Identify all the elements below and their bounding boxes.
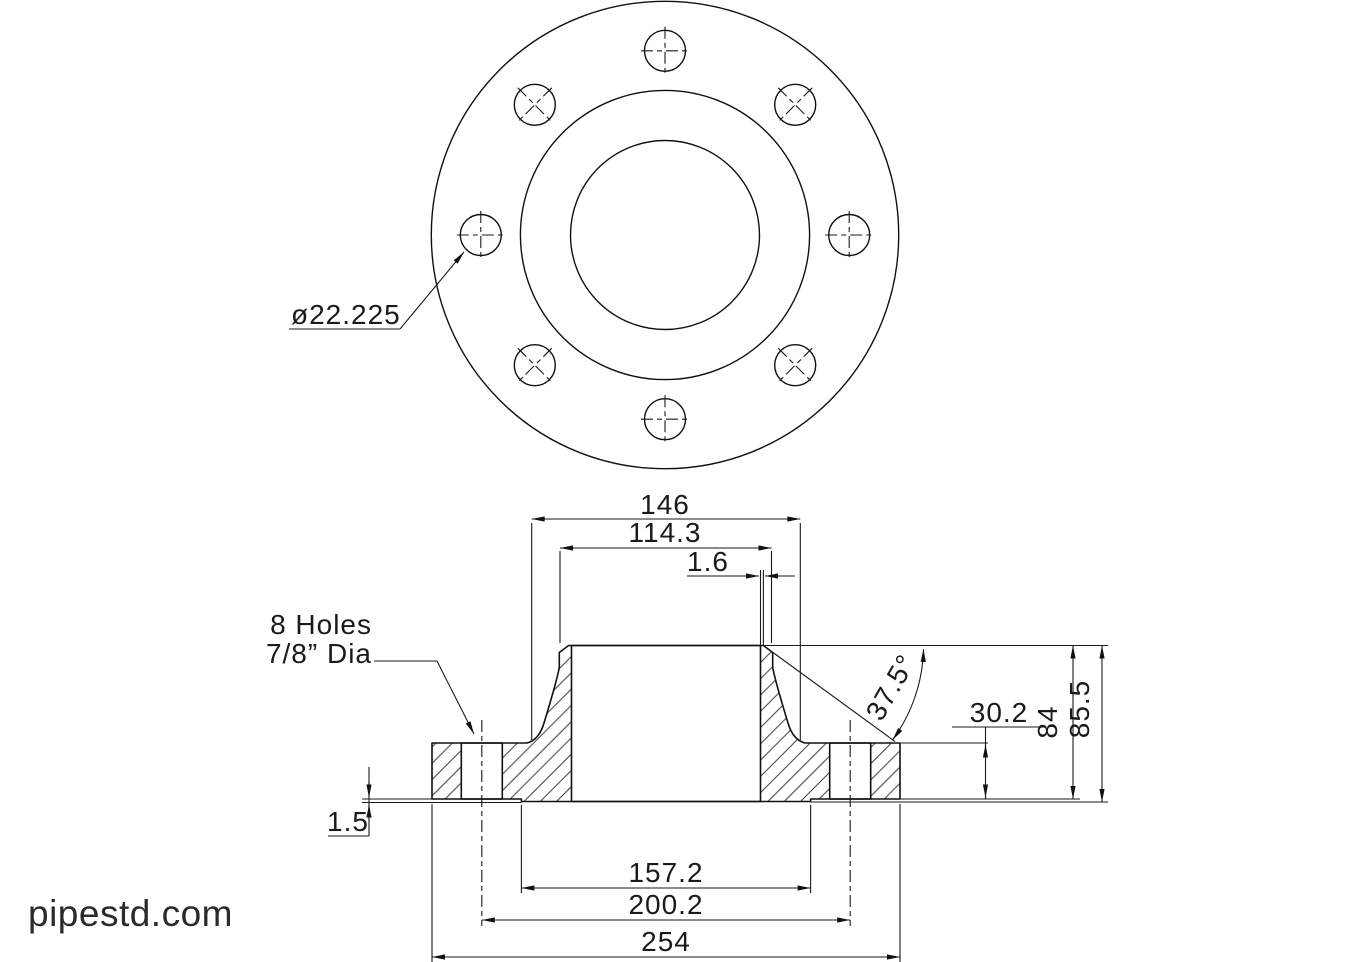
dim-hub-base-text: 146 <box>640 489 690 520</box>
dim-raised-face-dia-text: 157.2 <box>628 857 703 888</box>
dim-overall-length-text: 85.5 <box>1064 680 1095 739</box>
bolt-hole-west <box>456 211 505 259</box>
dim-bevel-angle-text: 37.5° <box>860 649 922 726</box>
bolt-hole-north <box>641 26 689 75</box>
dim-length-through-hub: 84 <box>1032 645 1076 799</box>
dim-raised-face-height: 1.5 <box>327 767 372 837</box>
dim-length-through-hub-text: 84 <box>1032 705 1063 738</box>
dim-bolt-circle-dia: 200.2 <box>481 889 851 923</box>
section-edges <box>461 644 871 803</box>
bore-circle <box>569 139 761 331</box>
holes-size-text: 7/8” Dia <box>266 638 372 669</box>
section-cut-right-hub <box>759 644 831 803</box>
bolt-hole-northwest <box>513 83 556 127</box>
bolt-hole-south <box>641 395 689 444</box>
dim-bolt-circle-dia-text: 200.2 <box>628 889 703 920</box>
bolt-hole-southwest <box>513 344 556 387</box>
flange-top-view: ø22.225 <box>289 0 900 470</box>
bolt-hole-dia-label: ø22.225 <box>291 299 401 330</box>
dim-pipe-od: 114.3 <box>560 517 772 551</box>
dim-flange-od: 254 <box>432 926 900 960</box>
bolt-hole-east <box>825 211 874 259</box>
bolt-hole-southeast <box>774 344 817 387</box>
dim-flange-od-text: 254 <box>641 926 691 957</box>
dim-raised-face-height-text: 1.5 <box>327 806 369 837</box>
section-cut-right-outer <box>869 742 901 800</box>
dim-flange-thickness: 30.2 <box>952 697 1046 799</box>
raised-face-circle <box>519 89 811 381</box>
dim-hub-base-dia: 146 <box>531 489 801 522</box>
holes-note: 8 Holes 7/8” Dia <box>266 609 475 735</box>
dim-flange-thickness-text: 30.2 <box>970 697 1029 728</box>
watermark-text: pipestd.com <box>28 893 233 934</box>
dim-root-face: 1.6 <box>687 546 795 579</box>
flange-section-view: 146 114.3 1.6 37.5° 30.2 <box>266 489 1108 962</box>
bolt-hole-northeast <box>774 83 817 127</box>
dim-raised-face-dia: 157.2 <box>521 857 811 891</box>
dim-overall-length: 85.5 <box>1064 645 1105 802</box>
section-cut-left-hub <box>501 644 573 803</box>
flange-od-circle <box>430 0 900 470</box>
holes-count-text: 8 Holes <box>270 609 372 640</box>
dim-pipe-od-text: 114.3 <box>629 517 702 548</box>
bolt-hole-dia-callout: ø22.225 <box>289 251 465 330</box>
extension-lines <box>362 523 1108 962</box>
dim-root-face-text: 1.6 <box>687 546 729 577</box>
section-cut-left-outer <box>431 742 463 800</box>
